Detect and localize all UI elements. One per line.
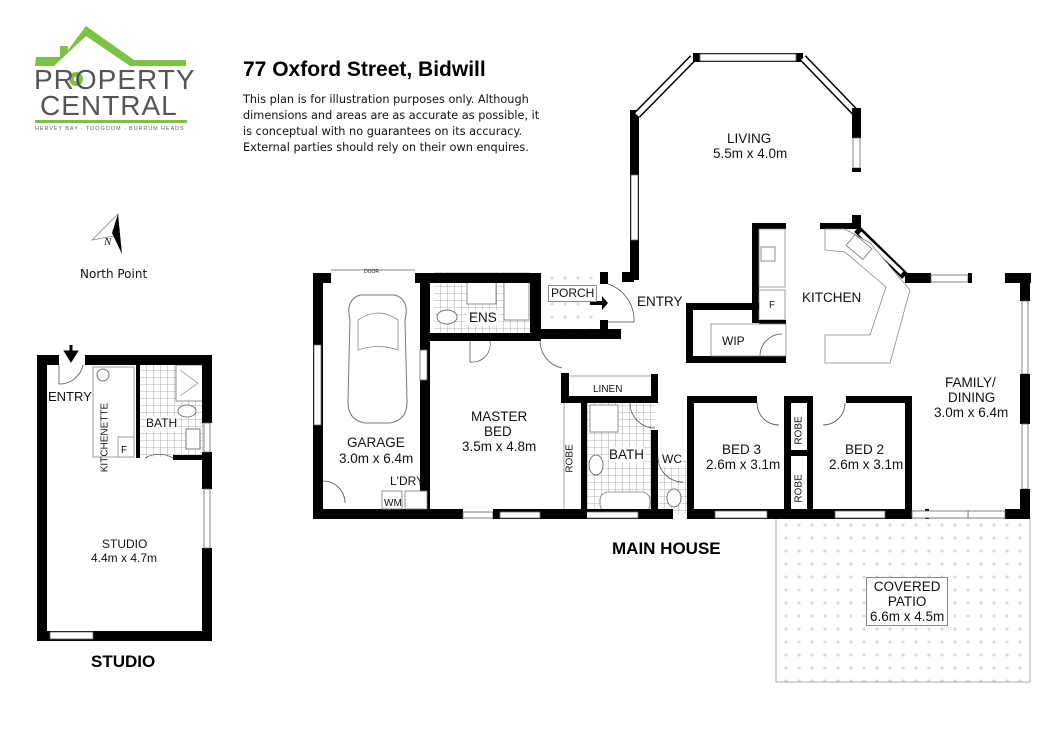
living-name: LIVING	[727, 131, 772, 146]
covered-patio-name: COVERED	[873, 579, 941, 594]
kitchen-label: KITCHEN	[802, 290, 862, 305]
studio-entry-label: ENTRY	[48, 389, 92, 404]
covered-patio-size: 6.6m x 4.5m	[870, 609, 945, 624]
entry-label: ENTRY	[637, 294, 683, 309]
master-bed-name-2: BED	[484, 424, 512, 439]
compass-label: North Point	[80, 267, 148, 281]
laundry-label: L'DRY	[390, 474, 425, 488]
logo-tagline: HERVEY BAY · TOOGOOM · BURRUM HEADS	[35, 126, 185, 132]
living-size: 5.5m x 4.0m	[713, 146, 788, 161]
logo-line-property: PROPERTY	[34, 64, 196, 95]
studio-plan	[37, 345, 212, 641]
compass-letter: N	[104, 236, 112, 248]
robe-b-label: ROBE	[793, 474, 805, 503]
disclaimer-text: This plan is for illustration purposes o…	[243, 93, 540, 154]
master-robe-label: ROBE	[564, 444, 576, 473]
studio-bath-label: BATH	[146, 416, 178, 431]
bed3-size: 2.6m x 3.1m	[706, 457, 781, 472]
covered-patio-label-box: COVERED PATIO 6.6m x 4.5m	[866, 577, 949, 626]
family-dining-name: FAMILY/	[945, 375, 996, 390]
garage-size: 3.0m x 6.4m	[339, 451, 414, 466]
master-bed-size: 3.5m x 4.8m	[462, 439, 537, 454]
family-dining-name-2: DINING	[948, 390, 996, 405]
studio-fridge-label: F	[121, 445, 128, 456]
wc-label: WC	[662, 452, 682, 467]
bed2-name: BED 2	[845, 442, 885, 457]
bed2-size: 2.6m x 3.1m	[829, 457, 904, 472]
covered-patio-name-2: PATIO	[887, 594, 927, 609]
kitchenette-label: KITCHENETTE	[99, 402, 111, 473]
washing-machine-label: WM	[384, 498, 402, 509]
logo-roof-icon	[35, 26, 187, 123]
garage-name: GARAGE	[347, 435, 405, 450]
studio-section-label: STUDIO	[91, 652, 156, 671]
bath-label: BATH	[609, 447, 645, 462]
north-arrow-icon	[90, 212, 122, 254]
master-bed-name: MASTER	[471, 409, 528, 424]
main-house-section-label: MAIN HOUSE	[612, 539, 721, 558]
linen-label: LINEN	[593, 384, 623, 395]
property-address-title: 77 Oxford Street, Bidwill	[243, 58, 486, 81]
robe-a-label: ROBE	[793, 416, 805, 445]
family-dining-size: 3.0m x 6.4m	[934, 405, 1009, 420]
bed3-name: BED 3	[722, 442, 762, 457]
garage-door-label: DOOR	[364, 269, 379, 275]
kitchen-fridge-label: F	[769, 300, 776, 311]
studio-room-size: 4.4m x 4.7m	[91, 551, 158, 565]
ensuite-label: ENS	[467, 310, 499, 325]
wip-label: WIP	[722, 334, 745, 348]
logo-line-central: CENTRAL	[40, 90, 178, 121]
main-house-plan	[313, 53, 1031, 683]
porch-label: PORCH	[548, 285, 598, 302]
studio-room-name: STUDIO	[102, 537, 148, 551]
